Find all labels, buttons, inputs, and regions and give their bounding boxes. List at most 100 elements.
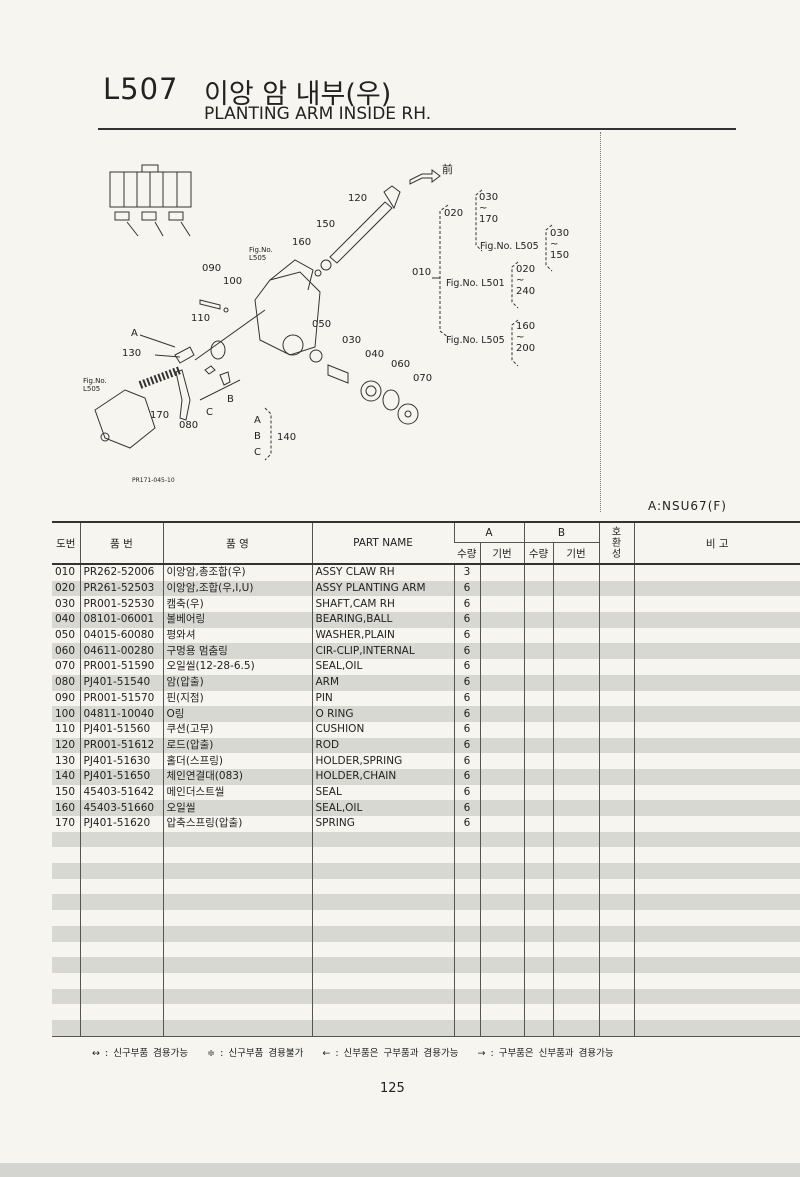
cell-ref-no: 050 [55, 629, 76, 642]
cell-serial-b [552, 706, 599, 722]
cell-remarks [633, 925, 800, 942]
cell-remarks [633, 972, 800, 989]
cell-interchange [598, 972, 634, 989]
cell-ref-no [52, 989, 80, 1005]
cell-ref-no [52, 973, 80, 989]
cell-name-ko [162, 957, 312, 973]
cell-part-no [79, 847, 163, 864]
cell-qty-b [523, 721, 553, 738]
empty-row [52, 847, 800, 864]
cell-serial-b [552, 768, 599, 785]
empty-row [52, 878, 800, 895]
cell-name-ko: 구멍용 멈춤링 [162, 643, 312, 660]
cell-remarks [633, 863, 800, 879]
header-serial-a: 기번 [479, 542, 524, 564]
cell-ref-no [52, 847, 80, 863]
cell-serial-a [479, 863, 524, 879]
cell-remarks [633, 753, 800, 769]
cell-interchange [598, 612, 634, 628]
cell-qty-b [523, 863, 553, 879]
cell-remarks [633, 690, 800, 707]
cell-part-no: PR001-51612 [79, 737, 163, 754]
cell-qty-a: 6 [453, 659, 480, 675]
header-remarks: 비 고 [633, 522, 800, 564]
header-serial-b: 기번 [552, 542, 599, 564]
callout-090: 090 [202, 263, 222, 274]
cell-qty-b [523, 847, 553, 864]
cell-qty-a [453, 863, 480, 879]
cell-remarks [633, 596, 800, 613]
cell-part-name: BEARING,BALL [311, 612, 454, 628]
cell-part-no [79, 863, 163, 879]
abc-b: B [254, 431, 261, 442]
cell-qty-b [523, 894, 553, 911]
cell-serial-a [479, 972, 524, 989]
header-qty-a: 수량 [454, 542, 480, 564]
cell-name-ko: 이앙암,총조합(우) [162, 564, 312, 581]
cell-serial-b [552, 800, 599, 816]
cell-part-no: 04611-00280 [79, 643, 163, 660]
empty-row [52, 972, 800, 989]
cell-part-name [311, 863, 454, 879]
cell-interchange [598, 831, 634, 848]
cell-serial-b [552, 737, 599, 754]
range-end: 240 [516, 286, 536, 297]
cell-qty-b [523, 988, 553, 1005]
cell-remarks [633, 878, 800, 895]
callout-110: 110 [191, 313, 211, 324]
page-number: 125 [380, 1081, 405, 1096]
header-group-a: A [453, 522, 524, 543]
cell-qty-a: 6 [453, 816, 480, 832]
cell-serial-a [479, 1004, 524, 1020]
cell-name-ko [162, 847, 312, 864]
cell-serial-b [552, 831, 599, 848]
title-korean: 이앙 암 내부(우) [204, 79, 392, 110]
cell-ref-no [52, 1004, 80, 1020]
empty-row [52, 925, 800, 942]
cell-ref-no [52, 942, 80, 958]
cell-interchange [598, 957, 634, 973]
cell-qty-b [523, 800, 553, 816]
cell-remarks [633, 800, 800, 816]
cell-serial-a [479, 706, 524, 722]
cell-serial-b [552, 847, 599, 864]
cell-part-no: PJ401-51540 [79, 674, 163, 691]
cell-serial-a [479, 596, 524, 613]
cell-remarks [633, 894, 800, 911]
parts-table: 도번 품 번 품 영 PART NAME A B 호환성 비 고 수량 기번 수… [52, 521, 800, 1037]
range-start: 020 [516, 264, 536, 275]
cell-interchange [598, 737, 634, 754]
cell-remarks [633, 1004, 800, 1020]
header-ref-no: 도번 [56, 537, 76, 550]
cell-serial-b [552, 816, 599, 832]
cell-part-name [311, 878, 454, 895]
cell-name-ko [162, 894, 312, 911]
header-qty-b: 수량 [523, 542, 553, 564]
range-start: 030 [479, 192, 499, 203]
cell-part-no [79, 957, 163, 973]
cell-serial-a [479, 910, 524, 926]
cell-qty-a: 6 [453, 674, 480, 691]
cell-name-ko: 오일씰(12-28-6.5) [162, 659, 312, 675]
legend-item: ↔ : 신구부품 겸용가능 [92, 1048, 189, 1059]
cell-interchange [598, 863, 634, 879]
cell-qty-b [523, 580, 553, 597]
cell-serial-a [479, 831, 524, 848]
cell-qty-b [523, 1019, 553, 1037]
cell-interchange [598, 988, 634, 1005]
cell-name-ko: 압축스프링(압출) [162, 816, 312, 832]
cell-part-no [79, 941, 163, 958]
range-tilde: ~ [516, 332, 525, 343]
cell-ref-no [52, 957, 80, 973]
range-tilde: ~ [550, 239, 559, 250]
cell-ref-no: 100 [55, 707, 76, 720]
empty-row [52, 863, 800, 879]
cell-name-ko: 캠축(우) [162, 596, 312, 613]
cell-part-no [79, 831, 163, 848]
callout-030: 030 [342, 335, 362, 346]
title-underline [98, 128, 736, 130]
